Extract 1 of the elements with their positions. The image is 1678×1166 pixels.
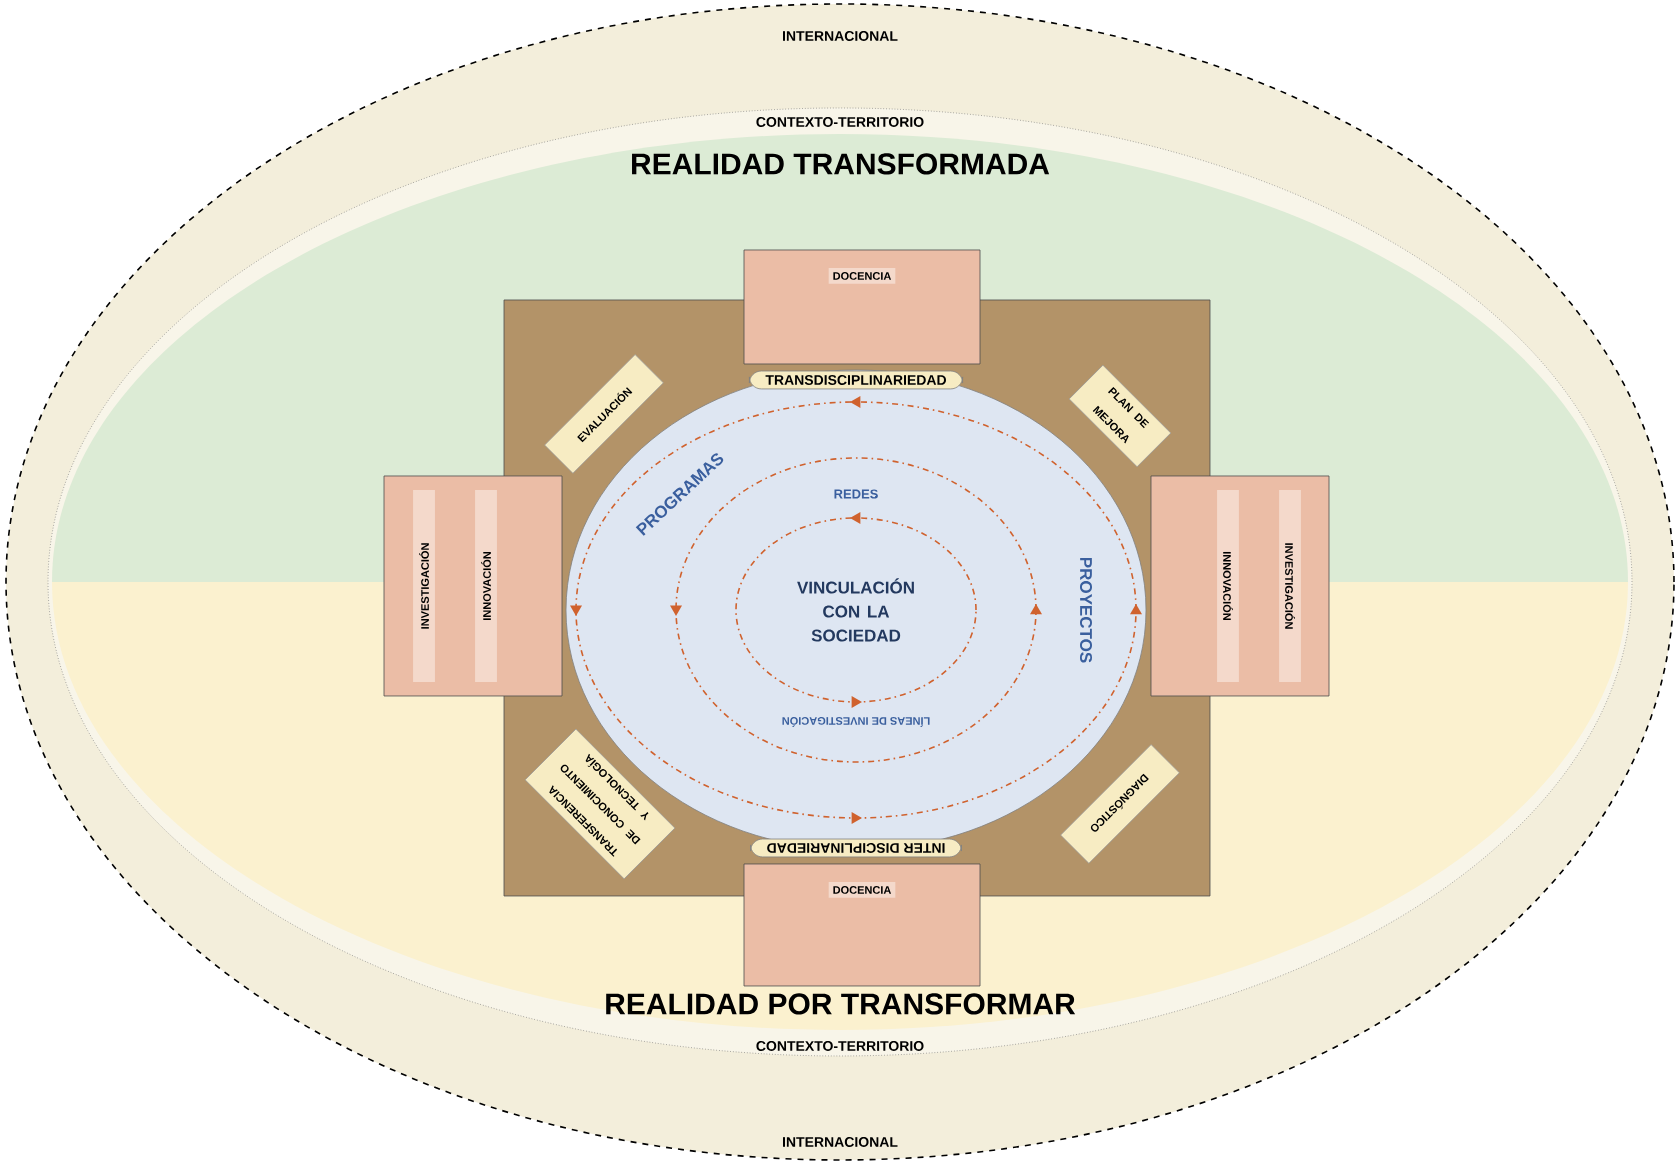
center-title: VINCULACIÓN CON LA SOCIEDAD [797, 578, 914, 642]
